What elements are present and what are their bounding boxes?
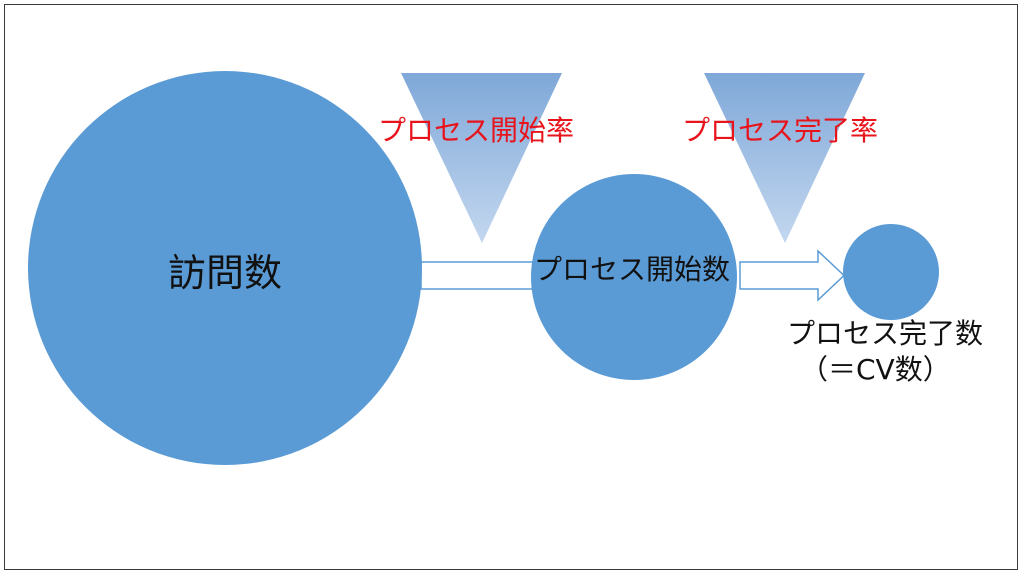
label-start-rate: プロセス開始率 — [378, 114, 575, 147]
arrow-start-to-complete — [739, 249, 846, 302]
circle-process-complete — [843, 224, 939, 320]
label-process-complete-line2: （＝CV数） — [800, 353, 951, 386]
circle-visits — [28, 71, 422, 465]
triangle-complete-rate — [704, 73, 865, 243]
label-process-complete-line1: プロセス完了数 — [787, 317, 984, 350]
connector-visits-to-start — [420, 261, 538, 290]
label-process-start: プロセス開始数 — [534, 253, 731, 286]
label-visits: 訪問数 — [168, 251, 283, 295]
label-complete-rate: プロセス完了率 — [682, 114, 879, 147]
circle-process-start — [531, 174, 737, 380]
triangle-start-rate — [401, 73, 562, 243]
